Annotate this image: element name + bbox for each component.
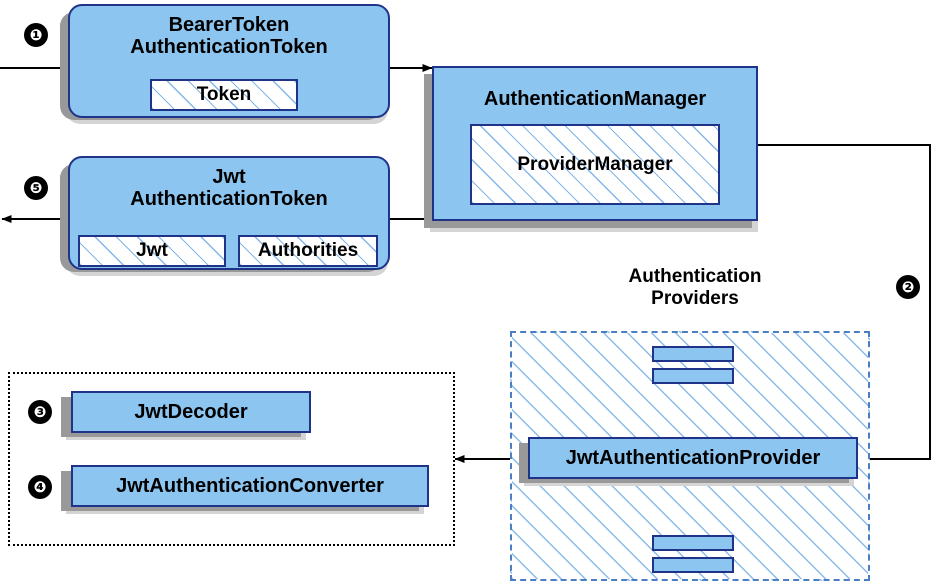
- node-jwt-authentication-provider-title: JwtAuthenticationProvider: [565, 446, 821, 469]
- inner-box-provider-manager[interactable]: ProviderManager: [470, 124, 720, 205]
- node-bearer-token-title: BearerToken AuthenticationToken: [130, 14, 328, 59]
- inner-box-jwt[interactable]: Jwt: [78, 235, 226, 267]
- provider-bar-bottom-1: [652, 535, 734, 551]
- badge-step-3: ❸: [28, 400, 52, 424]
- node-authentication-manager-title: AuthenticationManager: [483, 88, 707, 110]
- inner-box-jwt-label: Jwt: [136, 240, 168, 261]
- authentication-providers-caption: Authentication Providers: [628, 266, 762, 309]
- node-jwt-authentication-provider[interactable]: JwtAuthenticationProvider: [528, 437, 858, 479]
- badge-step-2: ❷: [896, 275, 920, 299]
- badge-step-5: ❺: [24, 176, 48, 200]
- inner-box-authorities[interactable]: Authorities: [238, 235, 378, 267]
- badge-step-1: ❶: [24, 23, 48, 47]
- badge-step-4: ❹: [28, 475, 52, 499]
- node-jwt-authentication-token-title: Jwt AuthenticationToken: [130, 166, 328, 211]
- inner-box-token-label: Token: [196, 84, 252, 105]
- node-jwt-authentication-converter-title: JwtAuthenticationConverter: [116, 474, 384, 497]
- arrow-manager-to-provider: [758, 144, 931, 463]
- provider-bar-bottom-2: [652, 557, 734, 573]
- inner-box-authorities-label: Authorities: [257, 240, 359, 261]
- node-jwt-authentication-converter[interactable]: JwtAuthenticationConverter: [71, 465, 429, 507]
- inner-box-token[interactable]: Token: [150, 79, 298, 111]
- node-jwt-decoder[interactable]: JwtDecoder: [71, 391, 311, 433]
- node-jwt-decoder-title: JwtDecoder: [134, 400, 248, 423]
- provider-bar-top-2: [652, 368, 734, 384]
- provider-bar-top-1: [652, 346, 734, 362]
- inner-box-provider-manager-label: ProviderManager: [517, 153, 673, 175]
